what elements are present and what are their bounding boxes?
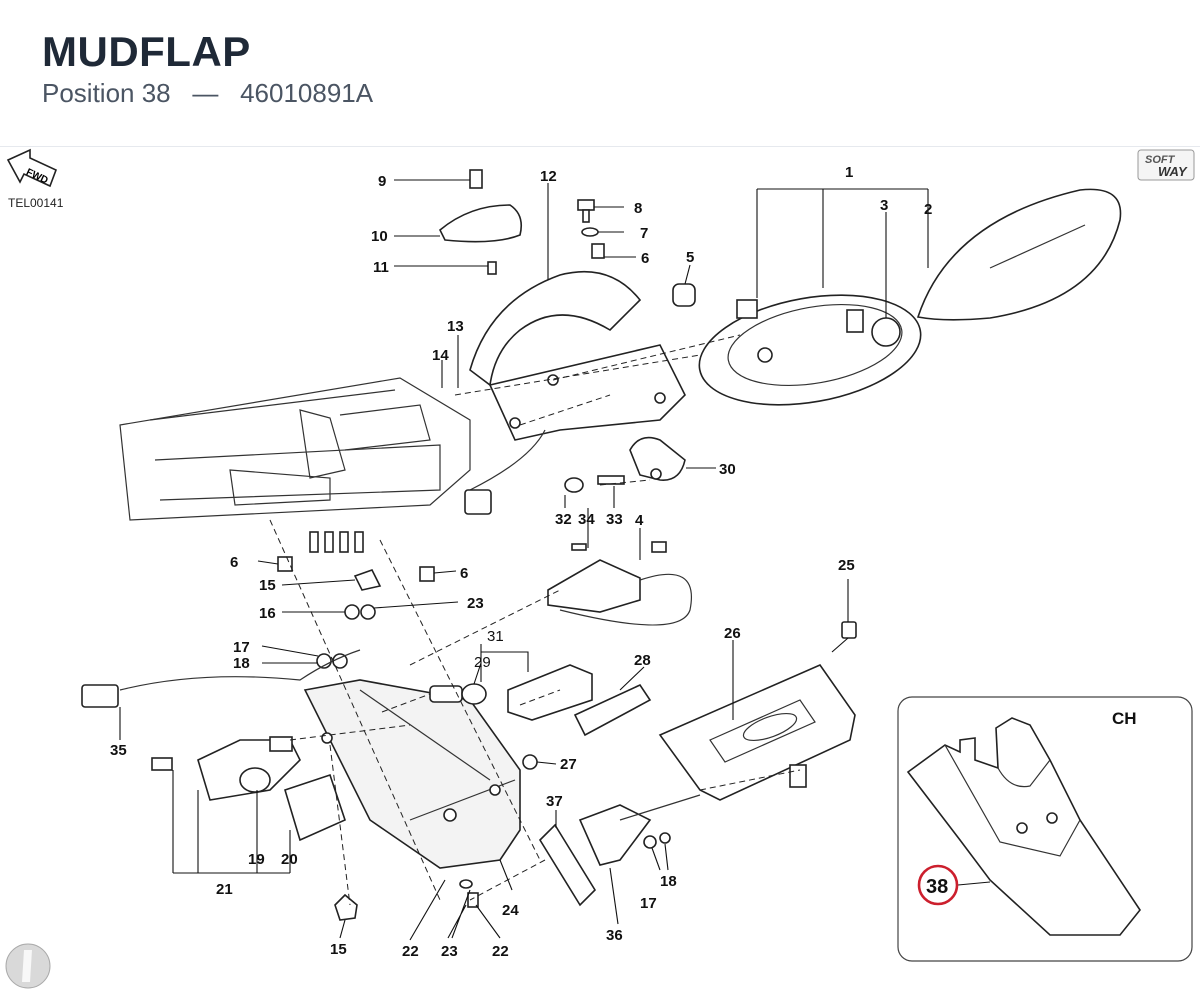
callout-5: 5 (686, 249, 694, 266)
separator-dash: — (192, 78, 219, 108)
callout-31: 31 (487, 628, 504, 645)
rear-fender (303, 679, 521, 869)
fwd-arrow-icon: FWD (6, 148, 58, 188)
turn-signal-left (151, 736, 346, 842)
callout-2: 2 (924, 201, 932, 218)
number-plate-holder (658, 664, 856, 801)
callout-22-right: 22 (492, 943, 509, 960)
corner-badge-icon (5, 943, 51, 989)
part-number: 46010891A (240, 78, 374, 108)
position-label: Position 38 (42, 78, 171, 108)
callout-29: 29 (474, 654, 491, 671)
callout-33: 33 (606, 511, 623, 528)
callout-27: 27 (560, 756, 577, 773)
callout-8: 8 (634, 200, 642, 217)
callout-6-right: 6 (460, 565, 468, 582)
rear-frame (119, 377, 471, 521)
inset-ch: CH 38 (897, 696, 1193, 962)
screw-set-upper (577, 199, 605, 259)
callout-34: 34 (578, 511, 595, 528)
callout-18-left: 18 (233, 655, 250, 672)
callout-6-left: 6 (230, 554, 238, 571)
callout-35: 35 (110, 742, 127, 759)
mudflap-part-38 (906, 717, 1141, 936)
reflector-plate (573, 683, 652, 737)
callout-36: 36 (606, 927, 623, 944)
top-clip-parts (439, 169, 523, 275)
diagram-reference-code: TEL00141 (8, 196, 64, 210)
callout-28: 28 (634, 652, 651, 669)
highlight-label-38[interactable]: 38 (926, 876, 948, 898)
callout-7: 7 (640, 225, 648, 242)
page-subtitle: Position 38 — 46010891A (42, 78, 373, 109)
callout-30: 30 (719, 461, 736, 478)
logo-line2: WAY (1158, 164, 1188, 179)
callout-17-right: 17 (640, 895, 657, 912)
callout-23-upper: 23 (467, 595, 484, 612)
page-title: MUDFLAP (42, 28, 251, 75)
callout-18-right: 18 (660, 873, 677, 890)
callout-24: 24 (502, 902, 519, 919)
turn-signal-right (547, 541, 692, 626)
callout-9: 9 (378, 173, 386, 190)
assembly-dashed-lines (269, 334, 801, 906)
callout-22-left: 22 (402, 943, 419, 960)
callout-labels: 1 2 3 4 5 6 6 6 7 8 9 10 11 12 13 14 15 … (110, 164, 932, 960)
logo-line1: SOFT (1145, 154, 1176, 166)
callout-1: 1 (845, 164, 853, 181)
grommets (629, 283, 696, 481)
callout-19: 19 (248, 851, 265, 868)
callout-13: 13 (447, 318, 464, 335)
exploded-parts-diagram: FWD SOFT WAY (5, 148, 1195, 989)
page-header: MUDFLAP Position 38 — 46010891A (0, 0, 1200, 147)
lower-fasteners (334, 754, 538, 921)
callout-12: 12 (540, 168, 557, 185)
callout-16: 16 (259, 605, 276, 622)
callout-21: 21 (216, 881, 233, 898)
callout-15-upper: 15 (259, 577, 276, 594)
bracket-36-37 (538, 794, 701, 907)
callout-14: 14 (432, 347, 449, 364)
callout-23-lower: 23 (441, 943, 458, 960)
highlight-circle-38[interactable] (917, 864, 959, 906)
callout-6-upper: 6 (641, 250, 649, 267)
wiring-harness (81, 429, 546, 708)
tail-light-assembly (698, 188, 1122, 406)
callout-26: 26 (724, 625, 741, 642)
callout-32: 32 (555, 511, 572, 528)
callout-20: 20 (281, 851, 298, 868)
callout-4: 4 (635, 512, 644, 529)
callout-3: 3 (880, 197, 888, 214)
softway-logo: SOFT WAY (1137, 149, 1195, 181)
bolt-25 (831, 621, 857, 653)
callout-25: 25 (838, 557, 855, 574)
callout-37: 37 (546, 793, 563, 810)
callout-17-left: 17 (233, 639, 250, 656)
callout-15-lower: 15 (330, 941, 347, 958)
leader-lines (119, 179, 929, 941)
inset-label: CH (1112, 709, 1137, 728)
tail-light-bracket (469, 270, 686, 441)
callout-10: 10 (371, 228, 388, 245)
callout-11: 11 (373, 259, 389, 276)
